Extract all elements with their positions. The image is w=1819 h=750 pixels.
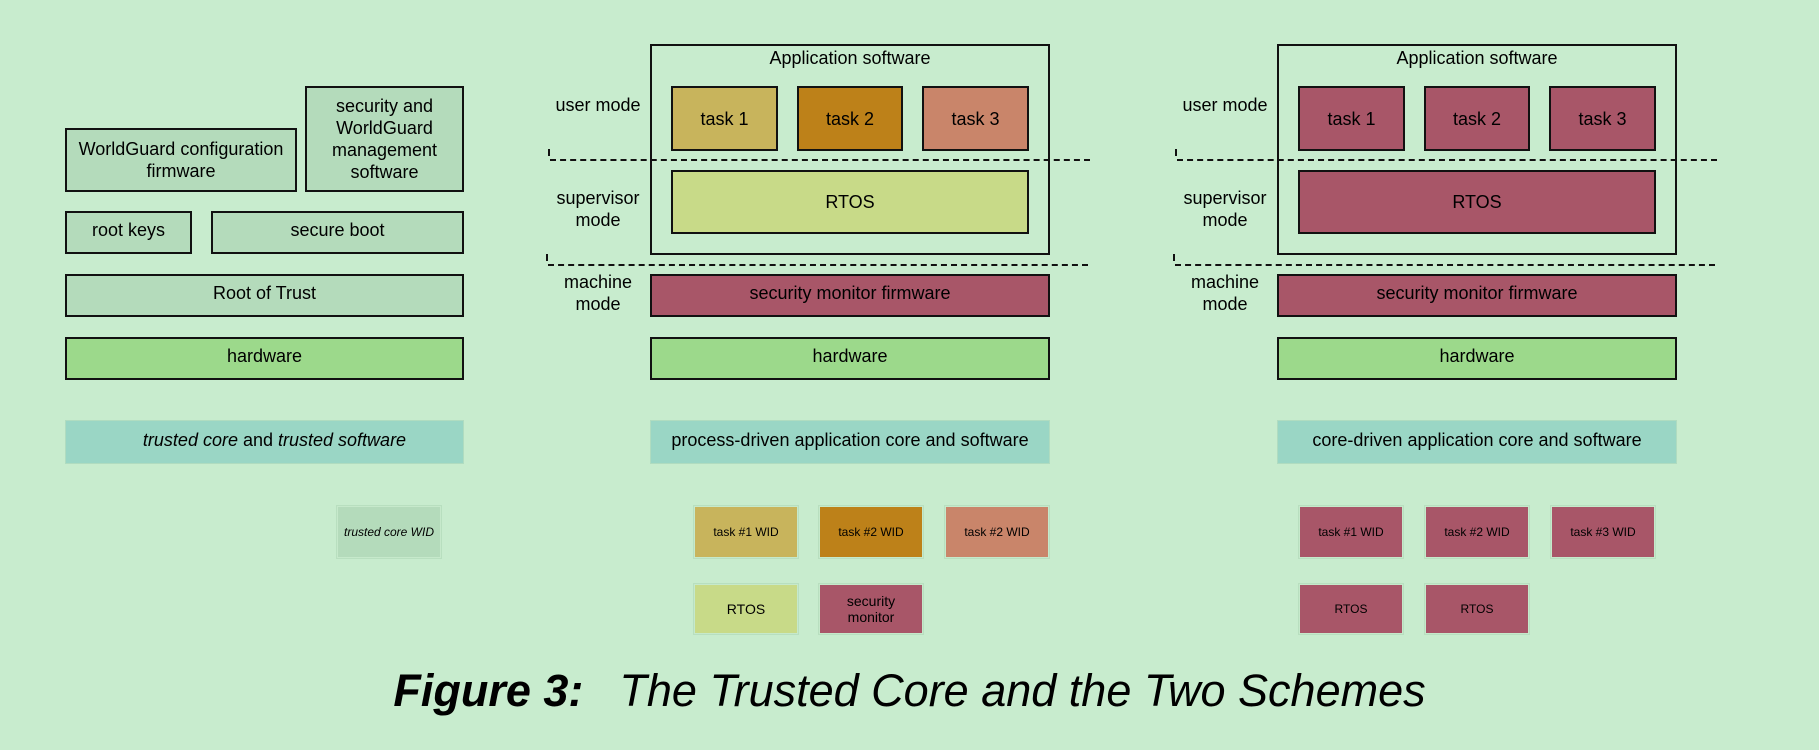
caption-trusted-core: trusted core [142,429,238,450]
middle-user-divider-tick [548,149,550,156]
wg-config-firmware-box: WorldGuard configuration firmware [65,128,297,192]
middle-wid-security-monitor: security monitor [818,583,924,635]
left-hardware-box: hardware [65,337,464,380]
right-machine-mode-label: machine mode [1190,272,1260,314]
middle-user-supervisor-divider [550,159,1090,161]
middle-supervisor-machine-divider [548,264,1088,266]
right-rtos-box: RTOS [1298,170,1656,234]
caption-trusted-software: trusted software [278,429,407,450]
right-wid-task1: task #1 WID [1298,505,1404,559]
middle-supervisor-mode-label: supervisor mode [556,188,640,230]
right-user-mode-label: user mode [1182,95,1268,115]
right-wid-rtos-2: RTOS [1424,583,1530,635]
figure-caption: Figure 3: The Trusted Core and the Two Sc… [0,665,1819,717]
middle-task2-box: task 2 [797,86,903,151]
right-wid-rtos-1: RTOS [1298,583,1404,635]
right-caption: core-driven application core and softwar… [1277,420,1677,464]
middle-wid-rtos: RTOS [693,583,799,635]
right-supervisor-machine-divider [1175,264,1715,266]
middle-app-software-frame: Application software [650,44,1050,255]
middle-wid-task1: task #1 WID [693,505,799,559]
middle-app-software-title: Application software [769,48,931,68]
right-wid-task3: task #3 WID [1550,505,1656,559]
middle-machine-divider-tick [546,254,548,261]
middle-hardware-box: hardware [650,337,1050,380]
right-hardware-box: hardware [1277,337,1677,380]
middle-machine-mode-label: machine mode [563,272,633,314]
middle-task1-box: task 1 [671,86,778,151]
middle-rtos-box: RTOS [671,170,1029,234]
left-caption: trusted core and trusted software [65,420,464,464]
middle-security-monitor-box: security monitor firmware [650,274,1050,317]
right-security-monitor-box: security monitor firmware [1277,274,1677,317]
right-user-supervisor-divider [1177,159,1717,161]
right-task3-box: task 3 [1549,86,1656,151]
figure-label: Figure 3: [393,665,584,716]
right-machine-divider-tick [1173,254,1175,261]
root-keys-box: root keys [65,211,192,254]
figure-title: The Trusted Core and the Two Schemes [619,665,1426,716]
right-supervisor-mode-label: supervisor mode [1183,188,1267,230]
caption-and: and [237,429,279,450]
middle-wid-task3: task #2 WID [944,505,1050,559]
right-app-software-title: Application software [1396,48,1558,68]
right-app-software-frame: Application software [1277,44,1677,255]
middle-user-mode-label: user mode [555,95,641,115]
right-user-divider-tick [1175,149,1177,156]
middle-task3-box: task 3 [922,86,1029,151]
right-wid-task2: task #2 WID [1424,505,1530,559]
security-management-software-box: security and WorldGuard management softw… [305,86,464,192]
trusted-core-wid: trusted core WID [336,505,442,559]
right-task2-box: task 2 [1424,86,1530,151]
middle-wid-task2: task #2 WID [818,505,924,559]
middle-caption: process-driven application core and soft… [650,420,1050,464]
right-task1-box: task 1 [1298,86,1405,151]
secure-boot-box: secure boot [211,211,464,254]
root-of-trust-box: Root of Trust [65,274,464,317]
